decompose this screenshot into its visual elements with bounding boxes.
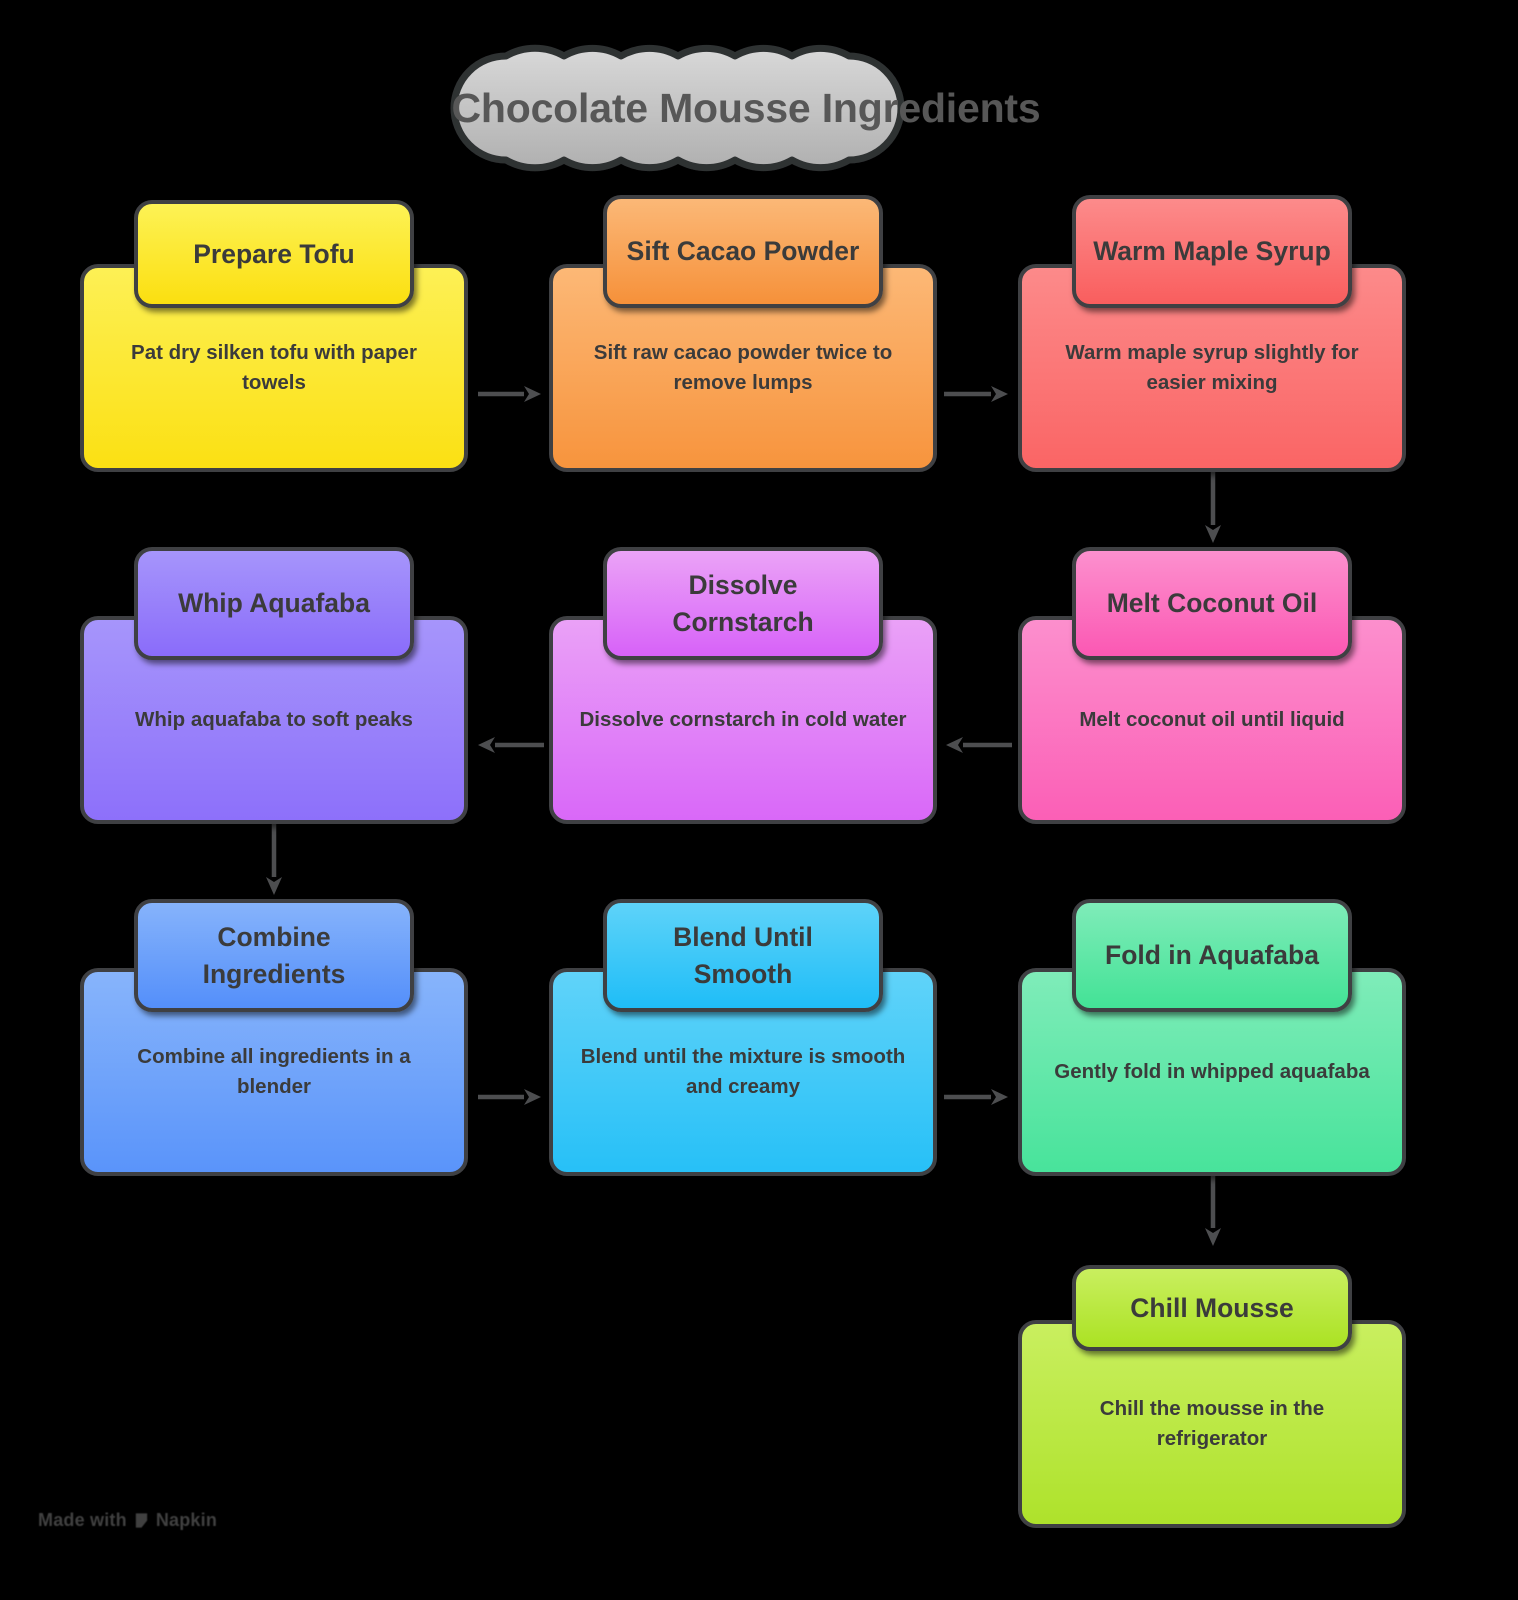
- title-cloud-shape: [450, 44, 905, 172]
- node-header: Sift Cacao Powder: [603, 195, 883, 308]
- node-description: Sift raw cacao powder twice to remove lu…: [593, 341, 893, 394]
- watermark: Made with Napkin: [38, 1510, 217, 1531]
- arrow-combine-ingredients-to-blend-until-smooth: [478, 1089, 541, 1105]
- arrow-fold-in-aquafaba-to-chill-mousse: [1205, 1174, 1221, 1246]
- node-header: Fold in Aquafaba: [1072, 899, 1352, 1012]
- node-title: Blend Until Smooth: [673, 922, 813, 989]
- node-title: Melt Coconut Oil: [1106, 588, 1318, 619]
- node-description: Combine all ingredients in a blender: [137, 1045, 411, 1098]
- node-title: Warm Maple Syrup: [1093, 236, 1331, 267]
- node-title: Fold in Aquafaba: [1105, 940, 1319, 971]
- arrow-blend-until-smooth-to-fold-in-aquafaba: [944, 1089, 1008, 1105]
- node-blend-until-smooth[interactable]: Blend until the mixture is smooth and cr…: [549, 899, 937, 1176]
- node-description: Chill the mousse in the refrigerator: [1099, 1397, 1325, 1450]
- node-header: Prepare Tofu: [134, 200, 414, 308]
- napkin-logo-icon: [135, 1513, 147, 1528]
- node-title: Dissolve Cornstarch: [672, 570, 814, 637]
- arrow-dissolve-cornstarch-to-whip-aquafaba: [478, 737, 544, 753]
- node-header: Melt Coconut Oil: [1072, 547, 1352, 660]
- node-description: Gently fold in whipped aquafaba: [1054, 1060, 1370, 1084]
- arrow-whip-aquafaba-to-combine-ingredients: [266, 822, 282, 895]
- title-label: Chocolate Mousse Ingredients: [451, 84, 1041, 131]
- node-whip-aquafaba[interactable]: Whip aquafaba to soft peaks Whip Aquafab…: [80, 547, 468, 824]
- node-header: Combine Ingredients: [134, 899, 414, 1012]
- node-title: Chill Mousse: [1130, 1292, 1294, 1323]
- node-body: Chill the mousse in the refrigerator: [1018, 1320, 1406, 1528]
- node-warm-maple-syrup[interactable]: Warm maple syrup slightly for easier mix…: [1018, 195, 1406, 472]
- node-description: Pat dry silken tofu with paper towels: [131, 341, 417, 394]
- node-title: Whip Aquafaba: [178, 588, 370, 619]
- node-description: Blend until the mixture is smooth and cr…: [580, 1045, 906, 1098]
- node-description: Warm maple syrup slightly for easier mix…: [1065, 341, 1359, 394]
- node-title: Combine Ingredients: [202, 922, 346, 989]
- node-description: Whip aquafaba to soft peaks: [135, 708, 413, 732]
- node-dissolve-cornstarch[interactable]: Dissolve cornstarch in cold water Dissol…: [549, 547, 937, 824]
- node-title: Sift Cacao Powder: [626, 236, 860, 267]
- node-description: Melt coconut oil until liquid: [1079, 708, 1345, 732]
- node-prepare-tofu[interactable]: Pat dry silken tofu with paper towels Pr…: [80, 200, 468, 472]
- node-header: Warm Maple Syrup: [1072, 195, 1352, 308]
- node-combine-ingredients[interactable]: Combine all ingredients in a blender Com…: [80, 899, 468, 1176]
- node-melt-coconut-oil[interactable]: Melt coconut oil until liquid Melt Cocon…: [1018, 547, 1406, 824]
- node-header: Whip Aquafaba: [134, 547, 414, 660]
- node-sift-cacao-powder[interactable]: Sift raw cacao powder twice to remove lu…: [549, 195, 937, 472]
- arrow-melt-coconut-to-dissolve-cornstarch: [946, 737, 1012, 753]
- watermark-brand: Napkin: [155, 1510, 218, 1530]
- node-title: Prepare Tofu: [193, 238, 355, 269]
- node-description: Dissolve cornstarch in cold water: [579, 708, 907, 732]
- node-header: Blend Until Smooth: [603, 899, 883, 1012]
- watermark-label: Made with: [38, 1510, 127, 1530]
- node-header: Dissolve Cornstarch: [603, 547, 883, 660]
- node-chill-mousse[interactable]: Chill the mousse in the refrigerator Chi…: [1018, 1256, 1406, 1528]
- node-header: Chill Mousse: [1072, 1265, 1352, 1351]
- arrow-sift-cacao-to-warm-maple: [944, 386, 1008, 402]
- node-fold-in-aquafaba[interactable]: Gently fold in whipped aquafaba Fold in …: [1018, 899, 1406, 1176]
- arrow-warm-maple-to-melt-coconut: [1205, 472, 1221, 543]
- diagram-title: Chocolate Mousse Ingredients: [392, 38, 1100, 178]
